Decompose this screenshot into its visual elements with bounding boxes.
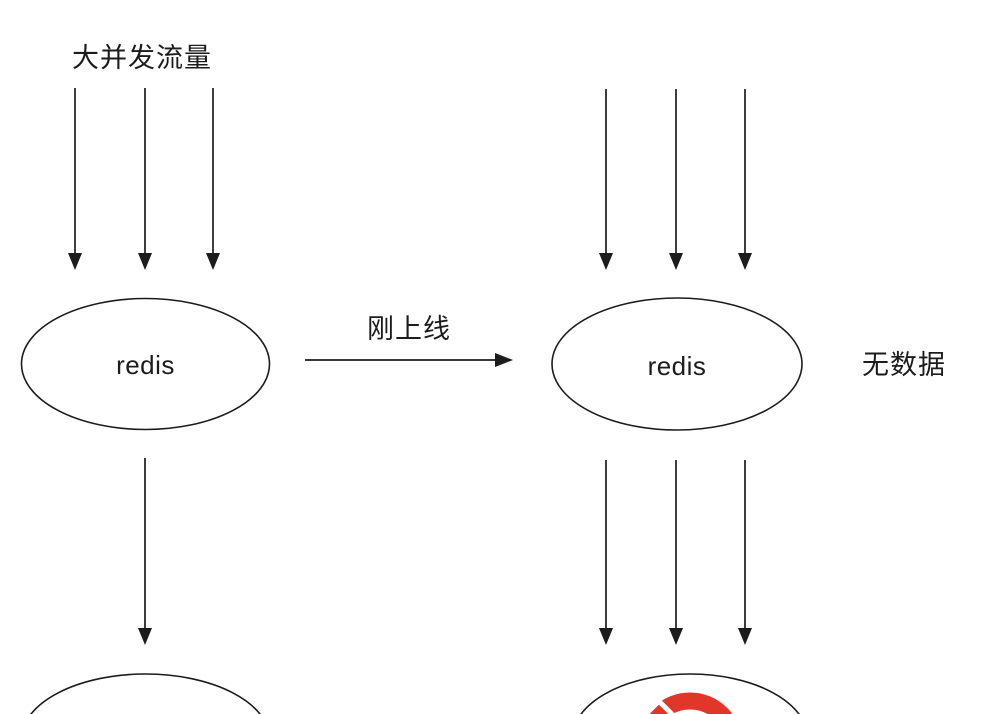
db-arrows-right	[599, 460, 752, 645]
traffic-arrows-left	[68, 88, 220, 270]
traffic-arrows-right	[599, 89, 752, 270]
redis-label-left: redis	[116, 350, 175, 380]
db-arrow-left	[138, 458, 152, 645]
traffic-label: 大并发流量	[72, 43, 212, 73]
redis-node-right	[551, 297, 803, 431]
prohibited-icon	[644, 692, 736, 714]
redis-label-right: redis	[647, 351, 707, 381]
no-data-label: 无数据	[862, 350, 946, 380]
db-node-left	[30, 673, 261, 714]
redis-node-left	[20, 297, 271, 431]
transition-arrow	[305, 353, 513, 367]
transition-label: 刚上线	[367, 314, 451, 344]
